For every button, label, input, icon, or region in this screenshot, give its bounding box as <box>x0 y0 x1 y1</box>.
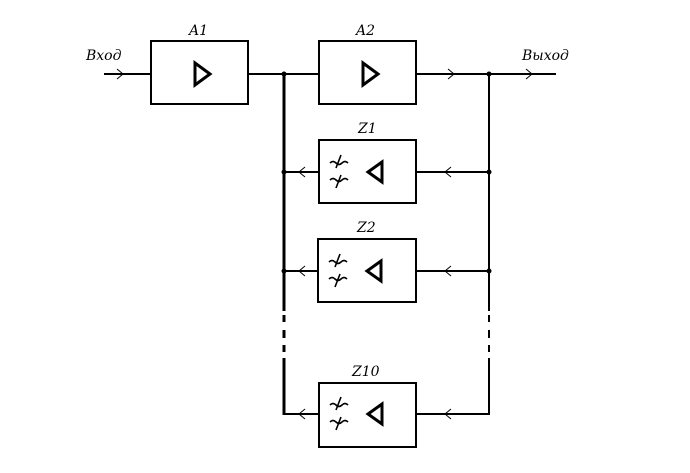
input-label: Вход <box>85 48 122 64</box>
feedback-arrow-icon <box>298 166 306 178</box>
filter-z2: Z2 <box>281 220 492 303</box>
feedback-arrow-icon <box>444 408 452 420</box>
junction <box>281 169 287 175</box>
junction <box>281 268 287 274</box>
bandpass-filter-icon <box>328 253 348 288</box>
amplifier-a2-triangle-icon <box>361 60 381 88</box>
bandpass-filter-icon <box>329 396 349 431</box>
amplifier-reverse-triangle-icon <box>365 401 384 427</box>
amplifier-reverse-triangle-icon <box>365 159 384 185</box>
amplifier-a1-triangle-icon <box>193 60 213 88</box>
amplifier-a2-label: A2 <box>354 23 375 39</box>
amplifier-a1-label: A1 <box>187 23 208 39</box>
bandpass-filter-icon <box>329 154 349 189</box>
feedback-arrow-icon <box>298 408 306 420</box>
junction <box>486 268 492 274</box>
output-arrow-icon-2 <box>525 68 533 80</box>
feedback-arrow-icon <box>444 166 452 178</box>
filter-z10-label: Z10 <box>351 364 380 380</box>
filter-z10: Z10 <box>284 364 489 448</box>
amplifier-a2-block <box>318 40 417 105</box>
amplifier-a1-block <box>150 40 249 105</box>
output-label: Выход <box>521 48 569 64</box>
filter-z1-label: Z1 <box>357 121 377 137</box>
amplifier-reverse-triangle-icon <box>364 258 383 284</box>
filter-z1: Z1 <box>281 121 492 204</box>
input-arrow-icon <box>116 68 124 80</box>
junction <box>486 169 492 175</box>
feedback-arrow-icon <box>298 265 306 277</box>
output-arrow-icon-1 <box>447 68 455 80</box>
filter-z2-label: Z2 <box>356 220 376 236</box>
feedback-arrow-icon <box>444 265 452 277</box>
